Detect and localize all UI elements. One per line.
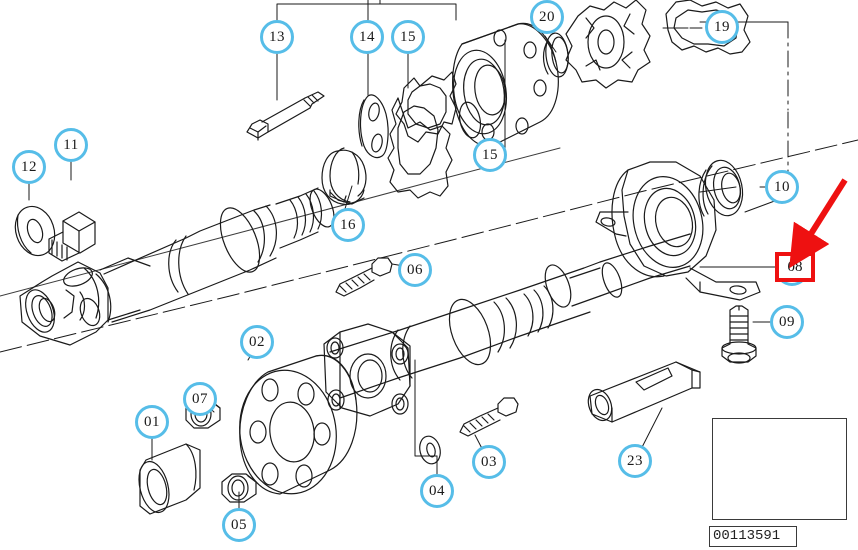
callout-09[interactable]: 09 — [770, 305, 804, 339]
part-02-flex-disc — [239, 354, 358, 495]
part-04-washer — [419, 435, 441, 465]
callout-13[interactable]: 13 — [260, 20, 294, 54]
part-shaft-tube-left — [103, 187, 335, 323]
part-03-bolt — [459, 397, 519, 437]
callout-02[interactable]: 02 — [240, 325, 274, 359]
part-11-bolt — [48, 211, 96, 262]
part-flange-hub — [452, 22, 559, 147]
part-shaft-tube-right — [329, 233, 691, 399]
callout-20[interactable]: 20 — [530, 0, 564, 34]
vehicle-thumbnail-frame — [712, 418, 847, 520]
callout-11[interactable]: 11 — [54, 128, 88, 162]
callout-10[interactable]: 10 — [765, 170, 799, 204]
callout-23[interactable]: 23 — [618, 444, 652, 478]
part-19-gasket — [665, 0, 751, 55]
part-23-grease-tube — [587, 361, 701, 423]
part-09-bolt — [721, 305, 757, 364]
callout-16[interactable]: 16 — [331, 208, 365, 242]
callout-01[interactable]: 01 — [135, 405, 169, 439]
part-06-bolt — [335, 257, 393, 297]
callout-14[interactable]: 14 — [350, 20, 384, 54]
part-05-nut — [221, 473, 257, 503]
callout-15a[interactable]: 15 — [391, 20, 425, 54]
callout-15b[interactable]: 15 — [473, 138, 507, 172]
callout-07[interactable]: 07 — [183, 382, 217, 416]
callout-12[interactable]: 12 — [12, 150, 46, 184]
part-universal-joint-left — [19, 257, 151, 346]
callout-05[interactable]: 05 — [222, 508, 256, 542]
callout-19[interactable]: 19 — [705, 10, 739, 44]
part-01-bushing — [138, 443, 201, 515]
part-13-bolt — [246, 91, 325, 141]
callout-06[interactable]: 06 — [398, 253, 432, 287]
part-mid-flange-yoke — [323, 323, 411, 417]
part-15-gasket-lower — [387, 97, 453, 199]
highlighted-callout-08[interactable]: 08 — [775, 252, 815, 282]
part-cv-star-plate — [565, 0, 651, 89]
callout-03[interactable]: 03 — [472, 445, 506, 479]
part-14-retainer — [358, 94, 389, 159]
part-15-flange-face — [458, 101, 482, 139]
callout-04[interactable]: 04 — [420, 474, 454, 508]
part-08-center-support-bearing — [595, 161, 761, 301]
part-16-clamp — [321, 147, 367, 205]
part-12-washer — [14, 205, 56, 257]
diagram-part-number: 00113591 — [709, 526, 797, 547]
part-15-gasket-upper — [395, 71, 457, 143]
part-10-seal-ring — [698, 159, 744, 217]
